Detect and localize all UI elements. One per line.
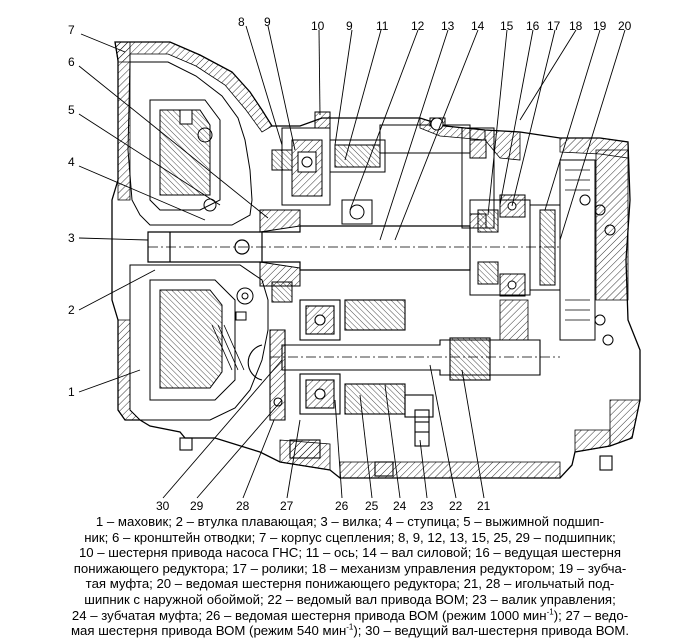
callout-26: 26 [335, 499, 349, 512]
caption-line-2: ник; 6 – кронштейн отводки; 7 – корпус с… [84, 529, 616, 545]
callout-6: 6 [68, 55, 75, 69]
callout-25: 25 [365, 499, 379, 512]
callout-20: 20 [618, 19, 632, 33]
caption-line-8-sup: -1 [346, 622, 354, 632]
callout-21: 21 [477, 499, 491, 512]
callout-11: 11 [376, 19, 389, 33]
callout-4: 4 [68, 155, 75, 169]
callout-24: 24 [393, 499, 407, 512]
callout-9: 9 [264, 15, 271, 29]
callout-16: 16 [526, 19, 540, 33]
caption-line-4: понижающего редуктора; 17 – ролики; 18 –… [73, 560, 627, 576]
caption-line-8-b: ); 30 – ведущий вал-шестерня привода ВОМ… [353, 623, 630, 639]
caption-line-7: 24 – зубчатая муфта; 26 – ведомая шестер… [20, 608, 680, 624]
callout-23: 23 [420, 499, 434, 512]
callout-28: 28 [236, 499, 250, 512]
reduction-gear-set [469, 159, 616, 346]
caption-line-7-b: ); 27 – ведо- [553, 607, 629, 623]
caption-line-8-a: мая шестерня привода ВОМ (режим 540 мин [70, 623, 347, 639]
figure-caption: 1 – маховик; 2 – втулка плавающая; 3 – в… [20, 514, 680, 639]
callout-12: 12 [411, 19, 425, 33]
flywheel-cavity [127, 61, 253, 226]
callout-13: 13 [441, 19, 455, 33]
callout-19: 19 [593, 19, 607, 33]
leader-lines [78, 25, 626, 499]
caption-line-7-a: 24 – зубчатая муфта; 26 – ведомая шестер… [71, 607, 547, 623]
callout-29: 29 [190, 499, 204, 512]
callout-30: 30 [156, 499, 170, 512]
callout-14: 14 [471, 19, 485, 33]
flywheel [149, 99, 254, 401]
clutch-housing-cross-section-drawing: 7 6 5 4 3 2 1 8 9 10 9 11 12 13 14 15 16… [68, 15, 641, 512]
pto-drive [179, 299, 613, 477]
callout-10: 10 [311, 19, 325, 33]
callout-22: 22 [449, 499, 463, 512]
callout-2: 2 [68, 303, 75, 317]
callout-7: 7 [68, 23, 75, 37]
caption-line-3: 10 – шестерня привода насоса ГНС; 11 – о… [78, 545, 622, 561]
callout-1: 1 [68, 385, 75, 399]
hub-and-release-bearing [259, 111, 331, 303]
callout-3: 3 [68, 231, 75, 245]
caption-line-6: шипник с наружной обоймой; 22 – ведомый … [84, 591, 616, 607]
callout-17: 17 [547, 19, 561, 33]
power-shaft [147, 225, 560, 271]
callout-8: 8 [238, 15, 245, 29]
callout-15: 15 [500, 19, 514, 33]
callout-18: 18 [569, 19, 583, 33]
callout-9b: 9 [346, 19, 353, 33]
caption-line-8: мая шестерня привода ВОМ (режим 540 мин-… [20, 623, 680, 639]
callout-27: 27 [280, 499, 294, 512]
callout-5: 5 [68, 103, 75, 117]
caption-line-5: тая муфта; 20 – ведомая шестерня понижаю… [85, 576, 615, 592]
caption-line-1: 1 – маховик; 2 – втулка плавающая; 3 – в… [95, 514, 605, 529]
callout-numbers: 7 6 5 4 3 2 1 8 9 10 9 11 12 13 14 15 16… [68, 15, 632, 512]
caption-line-7-sup: -1 [546, 607, 554, 617]
